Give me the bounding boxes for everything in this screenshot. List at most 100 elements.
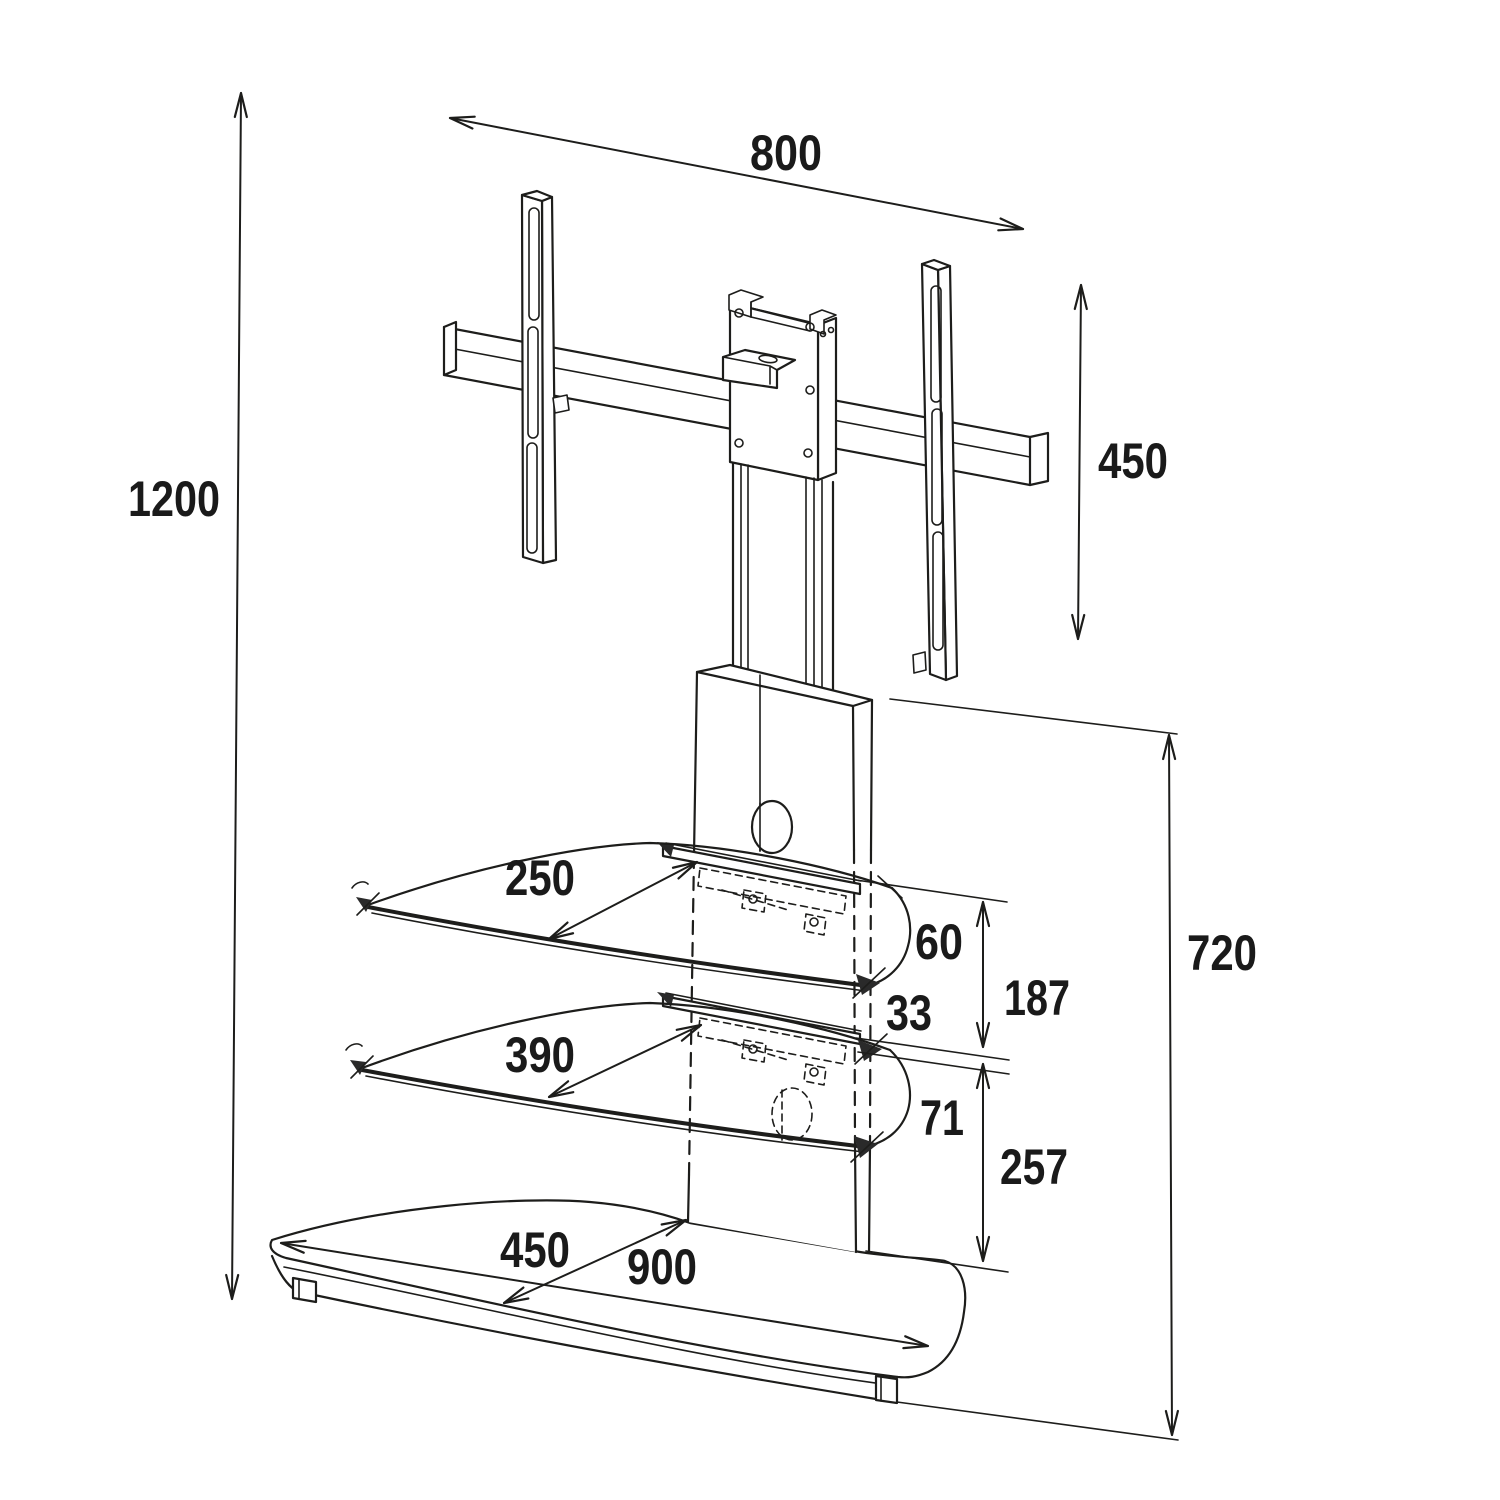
dim-shelf2-depth: 390: [505, 1023, 703, 1099]
dim-label-column-height: 720: [1187, 925, 1257, 981]
tv-mount-assembly: [442, 189, 1050, 692]
dim-extension-line: [855, 879, 1008, 903]
shelf2-left-tick: [350, 1055, 374, 1079]
bracket1-rail-top: [665, 842, 862, 882]
dim-mount-height: 450: [1071, 283, 1168, 641]
column-rails: [731, 461, 835, 692]
dim-line: [1162, 733, 1179, 1437]
bracket2-pin-hole: [748, 1044, 758, 1054]
plate-screw-hole: [734, 438, 744, 448]
dim-extension-line: [857, 1051, 1010, 1075]
plate-screw-hole: [734, 308, 744, 318]
plate-saddle-notch: [750, 307, 811, 332]
dim-line: [547, 860, 699, 941]
plate-screw-hole: [827, 326, 835, 334]
shelf2-front-edge: [360, 1068, 868, 1149]
plate-side-face: [816, 316, 838, 482]
panel-right-edge: [851, 704, 856, 852]
panel-right-edge: [853, 1143, 858, 1254]
shelf2-left-tip-hook: [345, 1043, 363, 1051]
dim-line: [279, 1239, 930, 1350]
dim-label-shelf-gap: 33: [886, 985, 932, 1041]
bracket1-pin-hole: [809, 917, 819, 927]
dim-line: [448, 115, 1025, 232]
dim-label-base-depth: 450: [500, 1222, 570, 1278]
base-top-surface: [269, 1199, 967, 1379]
plate-screw-hole: [803, 448, 813, 458]
right-bracket-slot: [932, 531, 944, 651]
dim-line: [225, 91, 248, 1301]
shelf1-left-tip-hook: [351, 881, 369, 889]
glass-shelf-1: [351, 841, 912, 999]
shelf1-right-end-arc: [868, 886, 912, 987]
shelf2-back-edge: [360, 1001, 892, 1070]
dim-overall-height: 1200: [128, 91, 248, 1301]
panel-left-edge: [692, 670, 699, 857]
shelf2-front-edge-under: [365, 1075, 865, 1153]
panel-right-edge-hidden: [852, 848, 857, 1147]
base-plate: [269, 1199, 967, 1405]
bracket1-hidden-square: [741, 889, 767, 913]
upright-panel: [657, 663, 874, 1255]
bracket1-rail-tip: [657, 842, 674, 857]
dim-mount-width: 800: [448, 115, 1025, 232]
dim-base-width: 900: [279, 1239, 930, 1350]
bracket2-pin-hole: [809, 1067, 819, 1077]
left-vesa-bracket: [520, 189, 570, 565]
left-bracket-slot: [527, 326, 539, 439]
shelf1-front-edge: [366, 905, 870, 988]
bracket2-hidden-square: [741, 1039, 767, 1063]
crossbar-right-cap: [1028, 431, 1050, 487]
cable-hole-upper: [750, 799, 794, 855]
bracket1-hidden-body: [697, 867, 847, 915]
shelf-bracket-1: [657, 842, 862, 936]
dim-shelf1-depth: 250: [505, 850, 699, 941]
shelf2-right-bottom-tick: [850, 1131, 884, 1163]
dim-label-shelf2-depth: 390: [505, 1027, 575, 1083]
panel-side-edge: [867, 1143, 872, 1255]
shelf1-back-edge: [366, 841, 894, 907]
dim-label-shelf1-end-height: 60: [915, 914, 963, 970]
dim-label-overall-height: 1200: [128, 471, 220, 527]
left-bracket-slot: [526, 442, 538, 554]
panel-side-edge: [869, 698, 874, 852]
shelf1-right-top-tick: [877, 875, 903, 899]
shelf1-left-tick: [356, 892, 380, 916]
shelf1-front-edge-under: [371, 912, 867, 992]
dim-label-mount-width: 800: [750, 125, 822, 181]
panel-front-face: [688, 672, 856, 1252]
dim-shelf2-to-base: 257: [857, 1051, 1068, 1273]
bracket1-rail: [661, 844, 862, 896]
right-bracket-top-bevel: [920, 258, 952, 272]
dim-label-base-width: 900: [627, 1239, 697, 1295]
left-bracket-front-face: [520, 193, 545, 565]
dim-shelf-spacing: 187: [855, 879, 1070, 1061]
dim-label-shelf1-depth: 250: [505, 850, 575, 906]
dim-label-shelf2-end-height: 71: [920, 1090, 964, 1146]
right-vesa-bracket: [912, 258, 959, 682]
left-bracket-tab: [552, 394, 570, 414]
plate-saddle-right-block: [809, 309, 837, 335]
dim-label-shelf2-to-base: 257: [1000, 1139, 1068, 1195]
panel-side-edge-hidden: [868, 848, 873, 1147]
plate-cable-hook-crease: [722, 356, 778, 385]
bracket1-pin-hole: [748, 894, 758, 904]
mount-plate: [721, 289, 838, 482]
dim-shelf2-end-height: 71: [920, 1090, 964, 1146]
right-bracket-slot: [930, 285, 942, 403]
base-right-foot: [874, 1374, 899, 1405]
plate-screw-hole: [819, 330, 827, 338]
bracket1-hidden-square: [803, 913, 827, 936]
crossbar-left-cap: [442, 320, 458, 377]
bracket2-hidden-square: [803, 1063, 827, 1086]
glass-shelf-2: [345, 1001, 912, 1163]
dim-line: [547, 1023, 703, 1099]
shelf2-right-end-arc: [866, 1048, 912, 1148]
dim-column-height: 720: [889, 698, 1257, 1441]
shelf1-left-tip-marker: [356, 897, 372, 912]
dimensions: 800 1200 450 720 187 257: [128, 91, 1257, 1441]
shelf1-right-bottom-tick: [852, 967, 886, 999]
shelf2-left-tip-marker: [350, 1060, 366, 1075]
